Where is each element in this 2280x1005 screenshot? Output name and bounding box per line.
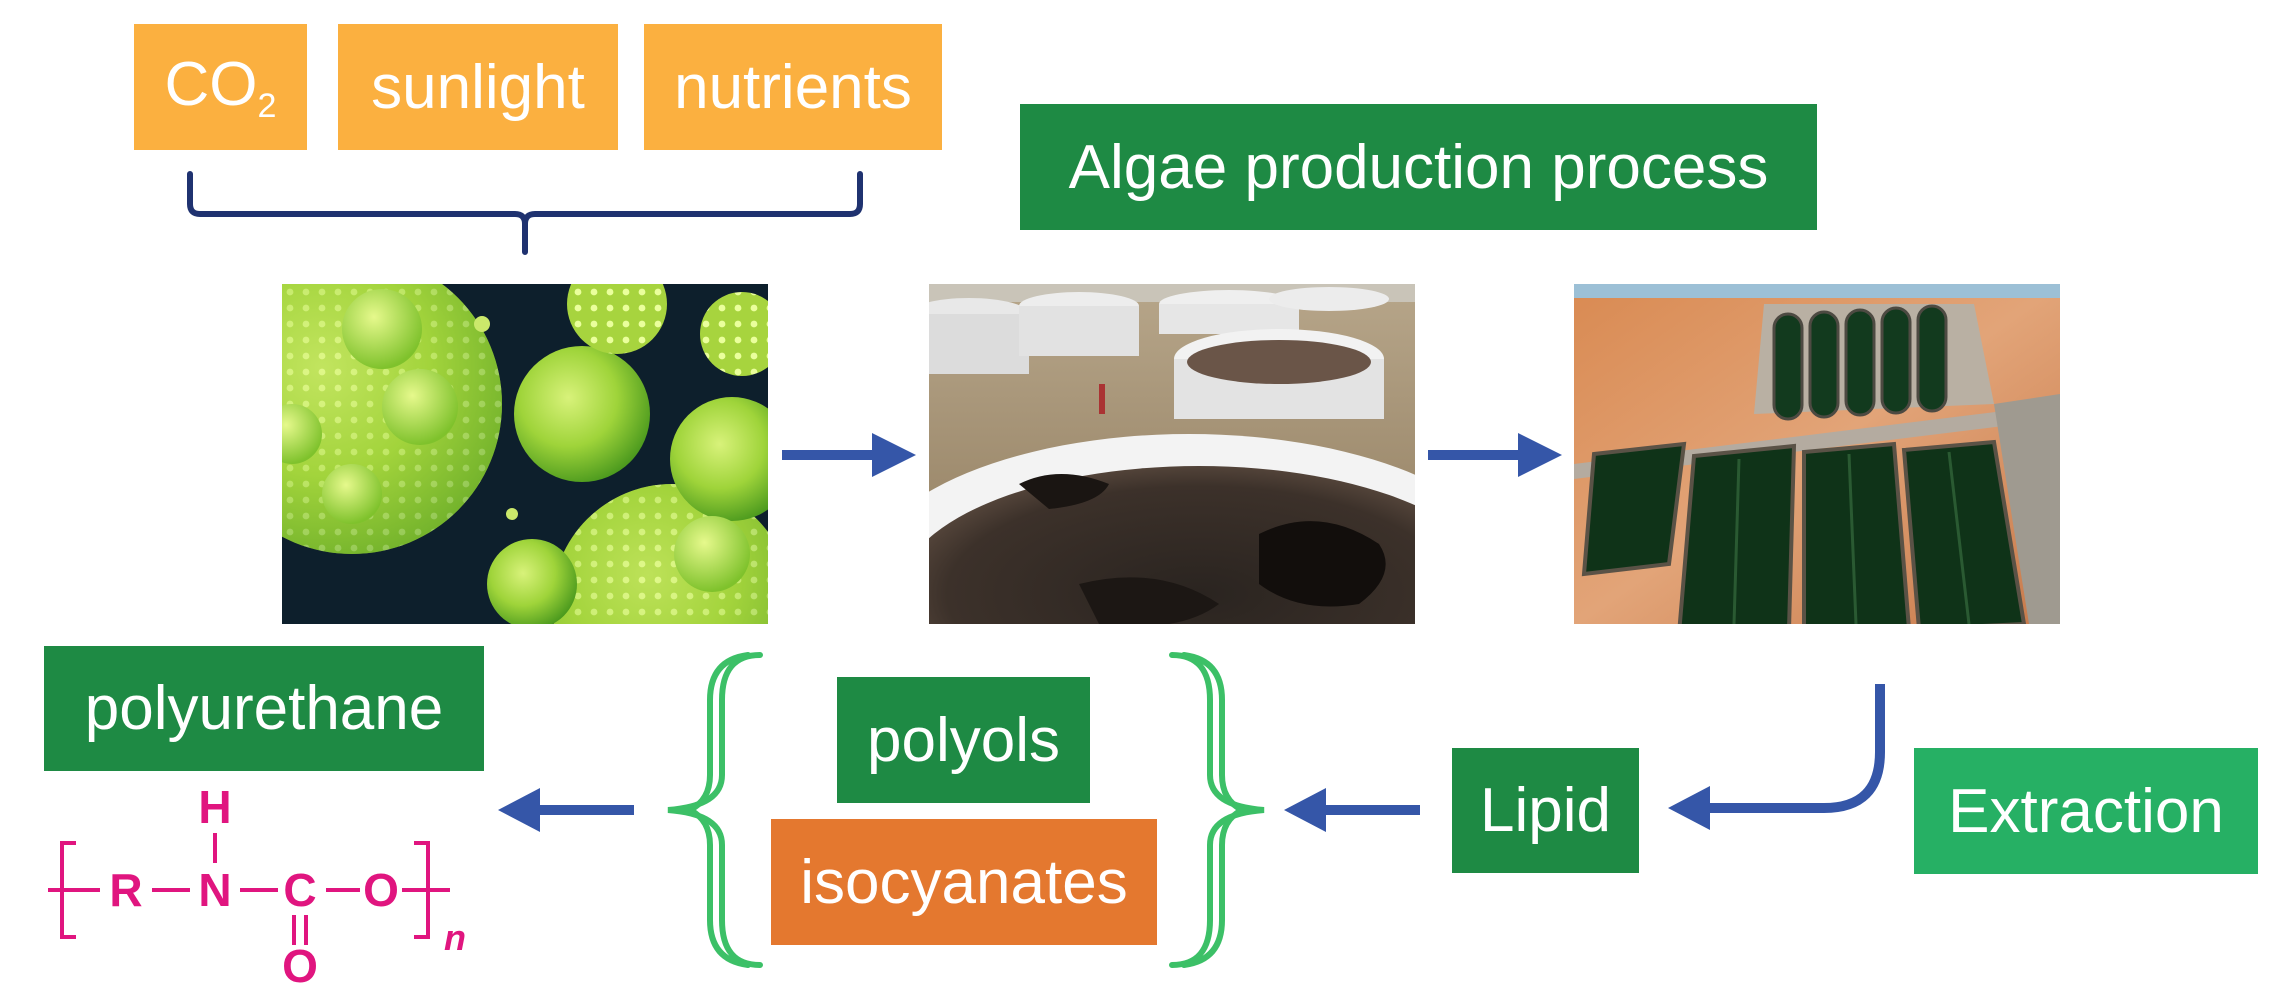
- polyurethane-box: polyurethane: [44, 646, 484, 771]
- structure-n: N: [198, 864, 231, 916]
- algae-tanks-photo: [929, 284, 1415, 624]
- sunlight-label: sunlight: [371, 52, 585, 122]
- microalgae-image: [282, 284, 768, 624]
- microalgae-photo: [282, 284, 768, 624]
- structure-o-chain: O: [363, 864, 399, 916]
- co2-label: CO2: [164, 49, 277, 125]
- algae-tanks-image: [929, 284, 1415, 624]
- polyol-left-brace: [667, 652, 763, 968]
- polyurethane-label: polyurethane: [84, 674, 444, 743]
- polyol-right-brace: [1169, 652, 1265, 968]
- structure-c: C: [283, 864, 316, 916]
- polyols-box: polyols: [837, 677, 1090, 803]
- structure-o-carbonyl: O: [282, 940, 318, 992]
- nutrients-box: nutrients: [644, 24, 942, 150]
- lipid-box: Lipid: [1452, 748, 1639, 873]
- arrow-ponds-to-lipid: [1668, 684, 1885, 830]
- nutrients-label: nutrients: [674, 52, 912, 122]
- arrow-polyols-to-polyurethane: [498, 788, 634, 832]
- structure-bonds: [48, 833, 450, 945]
- extraction-box: Extraction: [1914, 748, 2258, 874]
- co2-box: CO2: [134, 24, 307, 150]
- arrow-tanks-to-ponds: [1428, 433, 1562, 477]
- process-title: Algae production process: [1068, 132, 1769, 202]
- polyols-label: polyols: [867, 705, 1060, 775]
- raceway-ponds-image: [1574, 284, 2060, 624]
- input-brace: [187, 171, 863, 255]
- arrow-algae-to-tanks: [782, 433, 916, 477]
- structure-subscript: n: [444, 917, 466, 958]
- isocyanates-label: isocyanates: [800, 847, 1128, 917]
- sunlight-box: sunlight: [338, 24, 618, 150]
- lipid-label: Lipid: [1480, 776, 1611, 845]
- arrow-lipid-to-polyols: [1284, 788, 1420, 832]
- urethane-structure: H R N C O O n: [48, 781, 466, 992]
- raceway-ponds-photo: [1574, 284, 2060, 624]
- isocyanates-box: isocyanates: [771, 819, 1157, 945]
- process-title-box: Algae production process: [1020, 104, 1817, 230]
- extraction-label: Extraction: [1948, 776, 2224, 846]
- structure-r: R: [109, 864, 142, 916]
- structure-h: H: [198, 781, 231, 833]
